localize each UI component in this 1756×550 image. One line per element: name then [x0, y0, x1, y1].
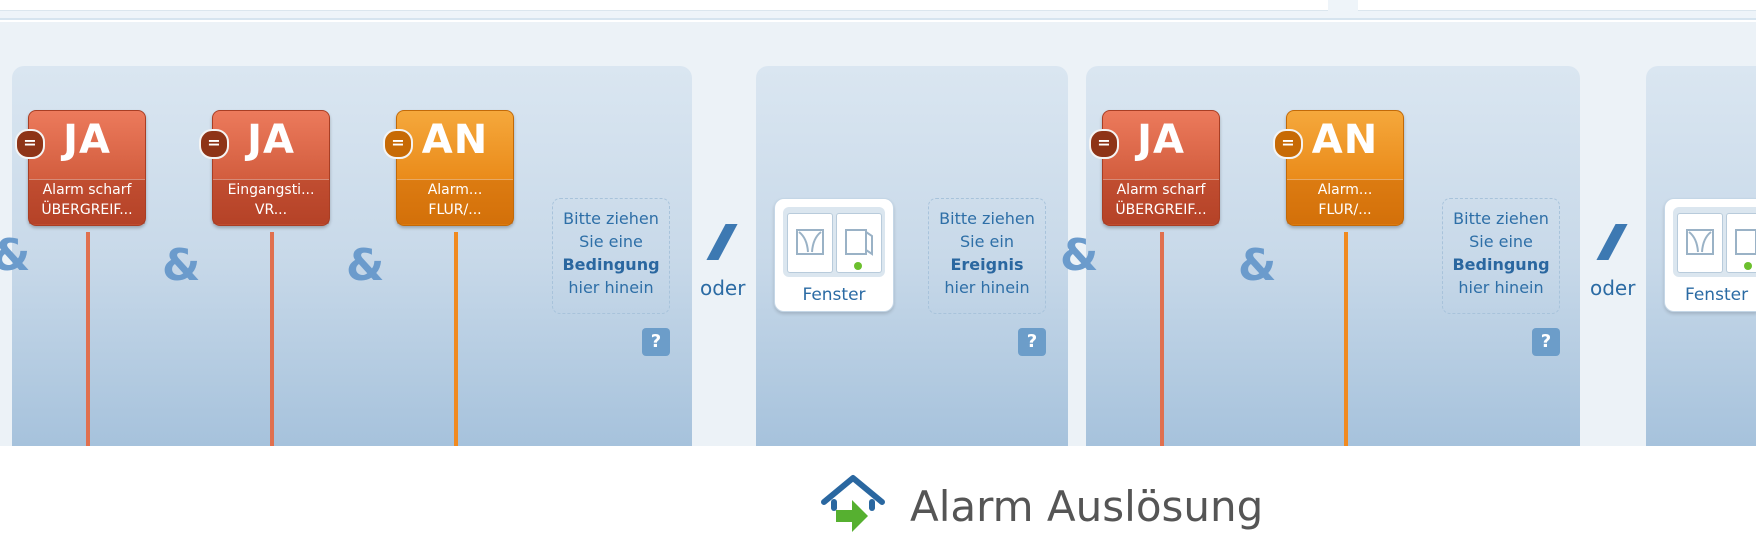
tile-label-line2: ÜBERGREIF... [1115, 202, 1207, 218]
equals-badge[interactable]: = [383, 129, 413, 159]
connector-line [1160, 232, 1164, 446]
drop-text-line: Sie eine [579, 232, 643, 251]
connector-line [270, 232, 274, 446]
condition-tile-alarm-flur[interactable]: = AN Alarm... FLUR/... [1273, 110, 1404, 226]
drop-text-line: Sie eine [1469, 232, 1533, 251]
and-operator: & [0, 234, 30, 278]
tile-label-line2: VR... [254, 202, 288, 218]
connector-line [86, 232, 90, 446]
and-operator: & [1238, 240, 1277, 291]
event-drop-zone[interactable]: Bitte ziehen Sie ein Ereignis hier hinei… [928, 198, 1046, 314]
tile-state: JA [247, 117, 295, 163]
top-bar [0, 0, 1756, 20]
drop-text-bold: Ereignis [950, 255, 1024, 274]
tile-state: JA [1137, 117, 1185, 163]
connector-line [1344, 232, 1348, 446]
condition-tile-eingangstuer[interactable]: = JA Eingangsti... VR... [199, 110, 330, 226]
status-dot-icon [854, 262, 862, 270]
tile-state: AN [1311, 117, 1379, 163]
tile-label-line1: Alarm scharf [1116, 182, 1206, 198]
window-closed-icon [796, 229, 824, 255]
equals-badge[interactable]: = [199, 129, 229, 159]
drop-text-line: Bitte ziehen [1453, 209, 1549, 228]
event-tile-label: Fenster [1685, 285, 1749, 305]
drop-text-line: hier hinein [944, 278, 1030, 297]
rule-title: Alarm Auslösung [910, 482, 1264, 531]
tile-label-line1: Alarm scharf [42, 182, 132, 198]
window-open-icon [845, 229, 873, 256]
tile-label-line2: ÜBERGREIF... [41, 202, 133, 218]
tile-label-line1: Eingangsti... [227, 182, 315, 198]
drop-text-line: Bitte ziehen [939, 209, 1035, 228]
tile-state: JA [63, 117, 111, 163]
and-operator: & [162, 240, 201, 291]
or-operator: oder [700, 276, 746, 300]
equals-badge[interactable]: = [1089, 129, 1119, 159]
and-operator: & [1060, 230, 1099, 281]
and-operator: & [346, 240, 385, 291]
window-closed-icon [1686, 229, 1714, 255]
condition-tile-alarm-scharf[interactable]: = JA Alarm scharf ÜBERGREIF... [1089, 110, 1220, 226]
top-input-strip [0, 0, 1328, 11]
drop-text-line: hier hinein [568, 278, 654, 297]
drop-text-bold: Bedingung [562, 255, 660, 274]
drop-text-line: hier hinein [1458, 278, 1544, 297]
event-tile-fenster[interactable]: Fenster [1664, 198, 1756, 312]
help-button[interactable]: ? [642, 328, 670, 356]
connector-line [454, 232, 458, 446]
equals-badge[interactable]: = [15, 129, 45, 159]
condition-tile-alarm-flur[interactable]: = AN Alarm... FLUR/... [383, 110, 514, 226]
condition-drop-zone[interactable]: Bitte ziehen Sie eine Bedingung hier hin… [1442, 198, 1560, 314]
top-input-strip-right [1358, 0, 1756, 11]
drop-text-line: Bitte ziehen [563, 209, 659, 228]
window-open-icon [1735, 229, 1756, 255]
tile-state: AN [421, 117, 489, 163]
tile-label-line2: FLUR/... [428, 202, 482, 218]
condition-tile-alarm-scharf[interactable]: = JA Alarm scharf ÜBERGREIF... [15, 110, 146, 226]
equals-badge[interactable]: = [1273, 129, 1303, 159]
or-operator: oder [1590, 276, 1636, 300]
home-arrow-icon [821, 475, 885, 532]
condition-drop-zone[interactable]: Bitte ziehen Sie eine Bedingung hier hin… [552, 198, 670, 314]
event-tile-label: Fenster [802, 285, 866, 305]
tile-label-line2: FLUR/... [1318, 202, 1372, 218]
help-button[interactable]: ? [1018, 328, 1046, 356]
tile-label-line1: Alarm... [427, 182, 483, 198]
drop-text-line: Sie ein [960, 232, 1014, 251]
help-button[interactable]: ? [1532, 328, 1560, 356]
tile-label-line1: Alarm... [1317, 182, 1373, 198]
event-tile-fenster[interactable]: Fenster [774, 198, 894, 312]
drop-text-bold: Bedingung [1452, 255, 1550, 274]
status-dot-icon [1744, 262, 1752, 270]
